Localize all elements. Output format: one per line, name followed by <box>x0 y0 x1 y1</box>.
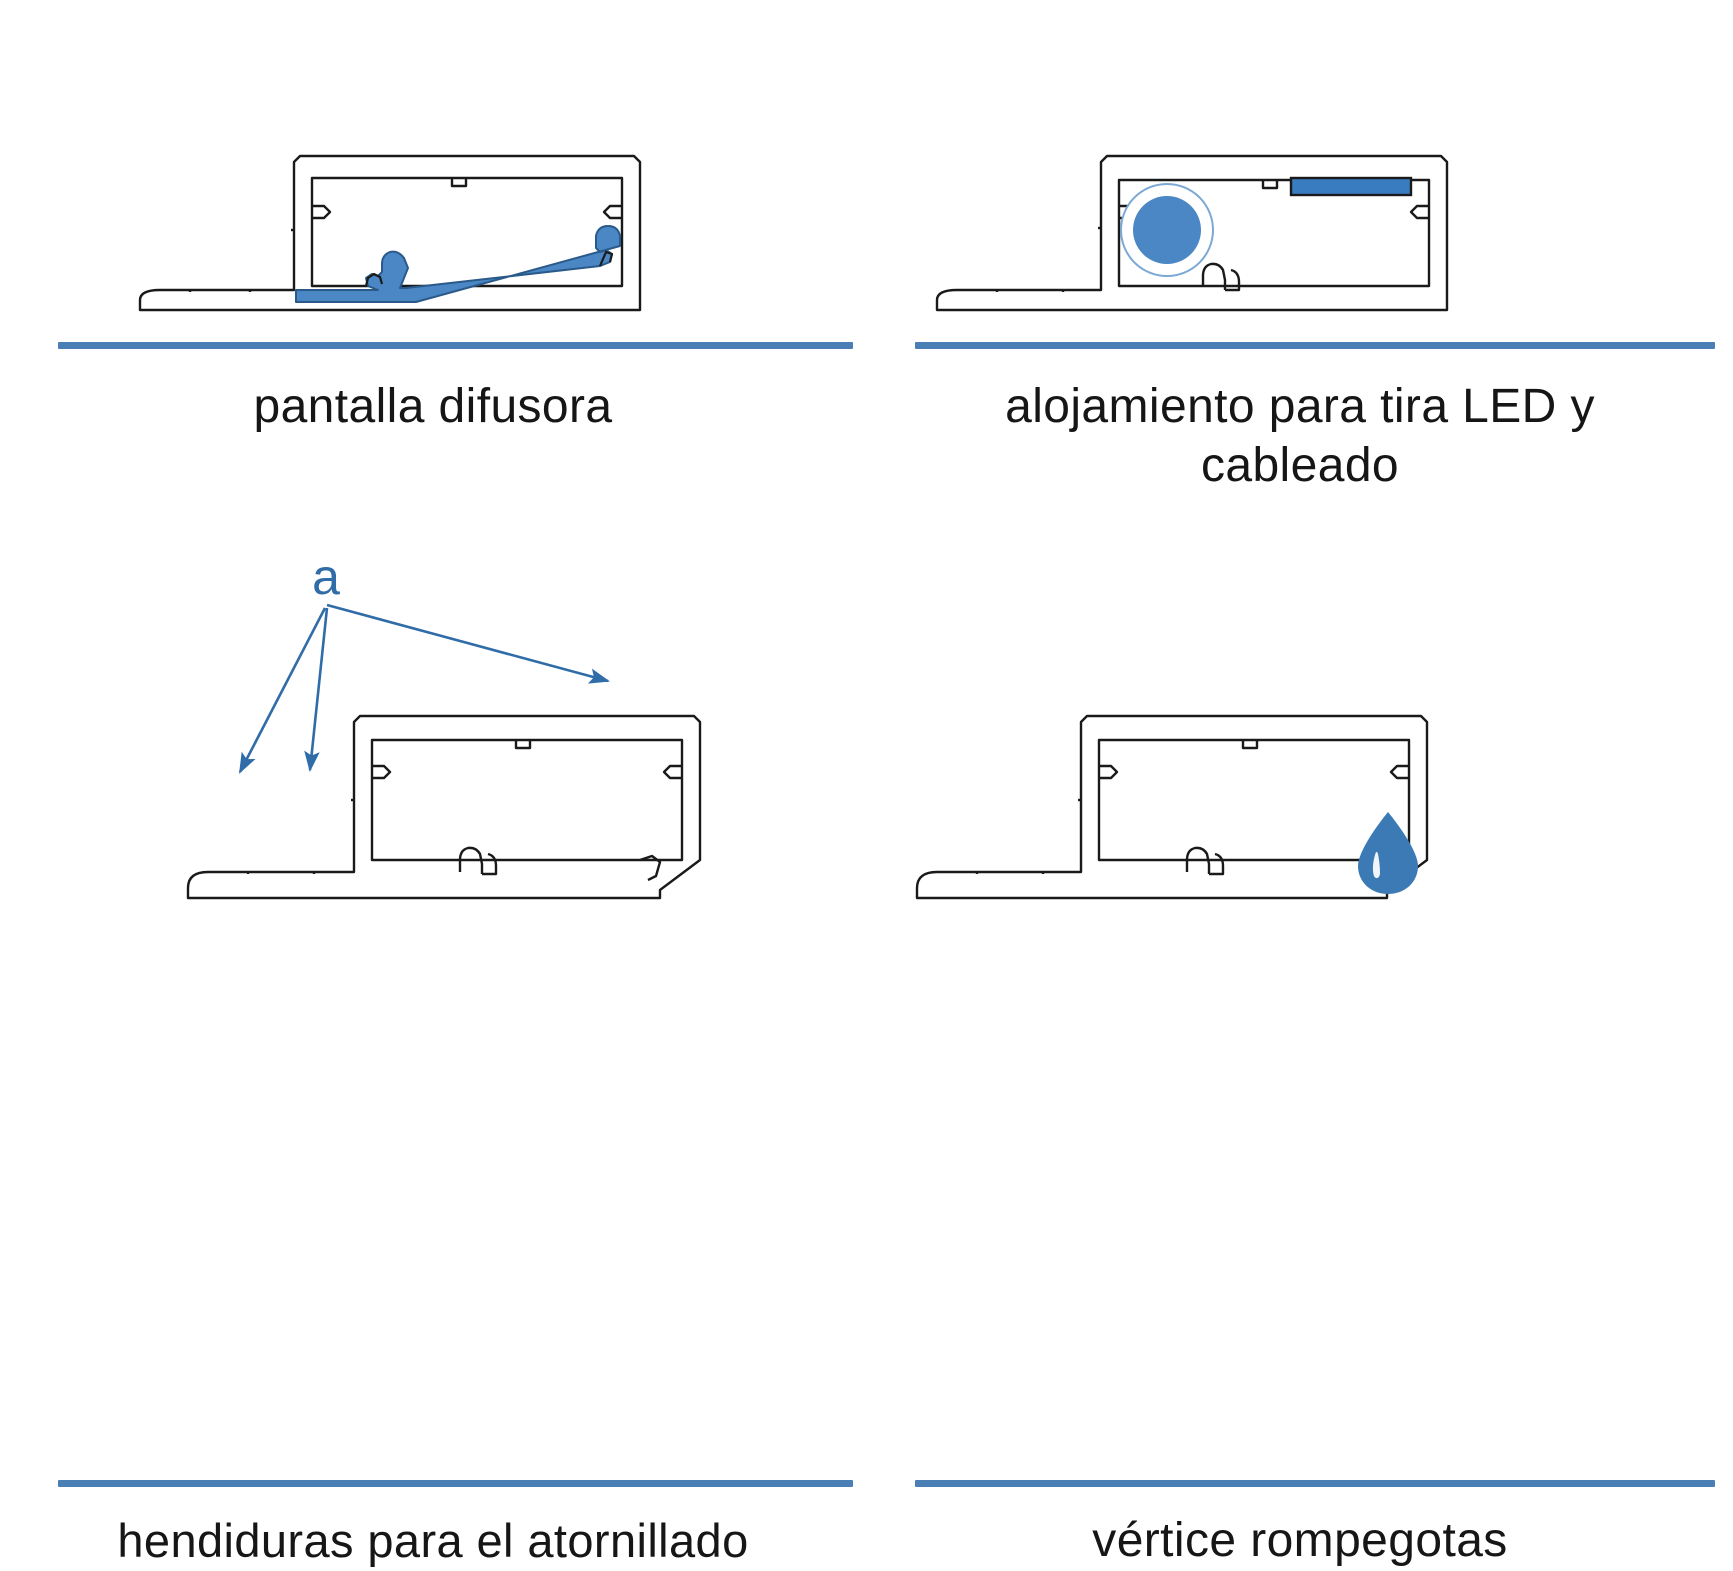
divider-dripvertex <box>915 1480 1715 1487</box>
caption-diffuser-line-1: pantalla difusora <box>253 380 613 433</box>
panel-grooves: a hendiduras para el atornillado <box>0 560 866 1567</box>
diffuser-panel-highlight <box>295 225 621 303</box>
panel-diffuser: pantalla difusora <box>0 0 866 560</box>
arrow-to-top-groove <box>326 603 611 684</box>
caption-dripvertex-line-1: vértice rompegotas <box>1092 1514 1508 1567</box>
caption-housing-line-1: alojamiento para tira LED y <box>1005 380 1595 433</box>
figure-housing <box>867 0 1733 340</box>
groove-label-a: a <box>312 560 340 605</box>
caption-dripvertex: vértice rompegotas <box>867 1512 1733 1571</box>
arrow-to-base-groove <box>304 607 329 773</box>
caption-housing: alojamiento para tira LED y cableado <box>867 378 1733 495</box>
profile-outline-dripvertex <box>915 714 1429 900</box>
arrow-to-left-flange <box>238 607 327 774</box>
caption-grooves-line-1: hendiduras para el atornillado <box>117 1514 749 1567</box>
caption-grooves: hendiduras para el atornillado <box>0 1512 866 1569</box>
caption-housing-line-2: cableado <box>1200 438 1400 492</box>
divider-grooves <box>58 1480 853 1487</box>
figure-dripvertex <box>867 560 1733 930</box>
divider-housing <box>915 342 1715 349</box>
panel-dripvertex: vértice rompegotas <box>867 560 1733 1567</box>
profile-outline-diffuser <box>138 154 642 312</box>
cable-indicator <box>1120 183 1214 277</box>
caption-diffuser: pantalla difusora <box>0 378 866 437</box>
divider-diffuser <box>58 342 853 349</box>
figure-grooves: a <box>0 560 866 930</box>
panel-housing: alojamiento para tira LED y cableado <box>867 0 1733 560</box>
groove-annotation-arrows <box>238 603 611 774</box>
profile-outline-grooves <box>186 714 702 900</box>
figure-diffuser <box>0 0 866 340</box>
led-strip-indicator <box>1289 176 1413 197</box>
water-drop-icon <box>1358 812 1418 894</box>
